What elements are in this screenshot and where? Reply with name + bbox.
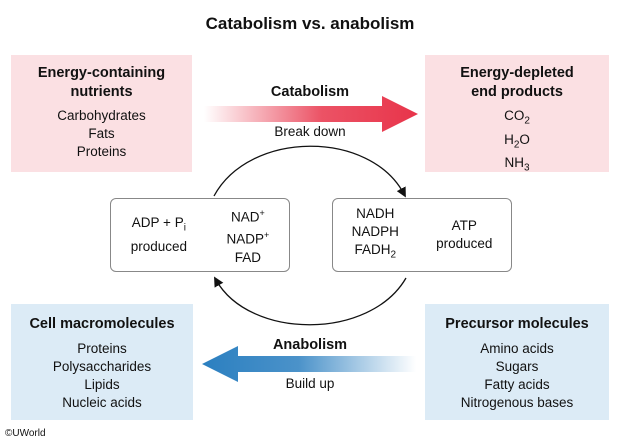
catabolism-arrow xyxy=(204,96,418,132)
oxidized-carriers-text: NAD+ NADP+ FAD xyxy=(226,207,270,265)
cell-macromolecules-box: Cell macromolecules Proteins Polysacchar… xyxy=(11,304,193,420)
macromolecule-item: Polysaccharides xyxy=(52,359,152,374)
energy-containing-heading: Energy-containing nutrients xyxy=(37,65,166,100)
energy-depleted-products-box: Energy-depleted end products CO2 H2O NH3 xyxy=(425,55,609,174)
precursor-item: Fatty acids xyxy=(484,377,550,392)
precursor-item: Nitrogenous bases xyxy=(460,395,574,410)
energy-containing-nutrients-box: Energy-containing nutrients Carbohydrate… xyxy=(11,55,192,172)
end-product-co2: CO2 xyxy=(504,108,530,127)
nutrient-item: Carbohydrates xyxy=(57,108,146,123)
end-product-nh3: NH3 xyxy=(504,155,530,175)
catabolism-sublabel: Break down xyxy=(274,124,346,139)
adp-produced-text: ADP + Pi produced xyxy=(130,215,188,254)
macromolecule-item: Lipids xyxy=(84,377,120,392)
left-cycle-box: ADP + Pi produced NAD+ NADP+ FAD xyxy=(110,198,290,272)
nutrient-item: Proteins xyxy=(76,144,127,159)
macromolecule-item: Proteins xyxy=(77,341,127,356)
precursor-molecules-heading: Precursor molecules xyxy=(445,316,589,332)
precursor-item: Sugars xyxy=(495,359,539,374)
anabolism-label: Anabolism xyxy=(272,337,348,353)
cell-macromolecules-heading: Cell macromolecules xyxy=(29,316,175,332)
reduced-carriers-text: NADH NADPH FADH2 xyxy=(351,206,399,261)
catabolism-label: Catabolism xyxy=(270,84,350,100)
energy-depleted-heading: Energy-depleted end products xyxy=(460,65,574,100)
right-cycle-box: NADH NADPH FADH2 ATP produced xyxy=(332,198,512,272)
precursor-molecules-box: Precursor molecules Amino acids Sugars F… xyxy=(425,304,609,420)
diagram-title: Catabolism vs. anabolism xyxy=(205,14,415,33)
cycle-arc-top xyxy=(213,145,406,198)
nutrient-item: Fats xyxy=(88,126,115,141)
atp-produced-text: ATP produced xyxy=(436,218,493,251)
anabolism-sublabel: Build up xyxy=(285,376,335,391)
cycle-arc-bottom xyxy=(214,276,407,326)
end-product-h2o: H2O xyxy=(504,131,530,151)
copyright-text: ©UWorld xyxy=(5,428,46,439)
precursor-item: Amino acids xyxy=(480,341,554,356)
anabolism-arrow xyxy=(202,346,416,382)
macromolecule-item: Nucleic acids xyxy=(62,395,142,410)
